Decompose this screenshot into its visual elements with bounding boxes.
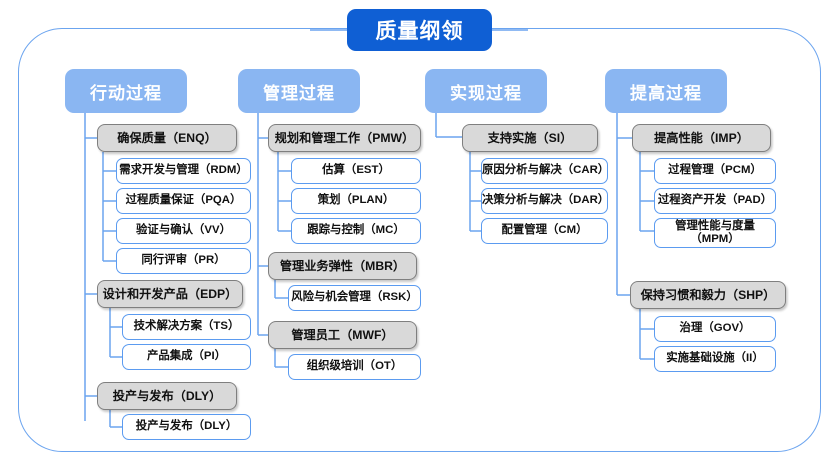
practice-mpm[interactable]: 管理性能与度量（MPM） (654, 218, 776, 248)
practice-plan[interactable]: 策划（PLAN） (291, 188, 421, 214)
practice-ot[interactable]: 组织级培训（OT） (288, 354, 421, 380)
practice-rdm[interactable]: 需求开发与管理（RDM） (116, 158, 251, 184)
column-header-3[interactable]: 实现过程 (425, 69, 547, 113)
practice-mc[interactable]: 跟踪与控制（MC） (291, 218, 421, 244)
practice-ii[interactable]: 实施基础设施（II） (654, 346, 776, 372)
process-area-imp[interactable]: 提高性能（IMP） (632, 124, 771, 152)
practice-gov[interactable]: 治理（GOV） (654, 316, 776, 342)
practice-pqa[interactable]: 过程质量保证（PQA） (116, 188, 251, 214)
process-area-mwf[interactable]: 管理员工（MWF） (268, 321, 417, 349)
column-header-2[interactable]: 管理过程 (238, 69, 360, 113)
column-header-1[interactable]: 行动过程 (65, 69, 187, 113)
process-area-enq[interactable]: 确保质量（ENQ） (97, 124, 237, 152)
process-area-shp[interactable]: 保持习惯和毅力（SHP） (630, 281, 786, 309)
practice-est[interactable]: 估算（EST） (291, 158, 421, 184)
process-area-dly[interactable]: 投产与发布（DLY） (97, 382, 237, 410)
process-area-edp[interactable]: 设计和开发产品（EDP） (97, 280, 243, 308)
practice-pcm[interactable]: 过程管理（PCM） (654, 158, 776, 184)
practice-dar[interactable]: 决策分析与解决（DAR） (481, 188, 609, 214)
process-area-si[interactable]: 支持实施（SI） (462, 124, 598, 152)
practice-pad[interactable]: 过程资产开发（PAD） (654, 188, 776, 214)
column-header-4[interactable]: 提高过程 (605, 69, 727, 113)
practice-pr[interactable]: 同行评审（PR） (116, 248, 251, 274)
practice-cm[interactable]: 配置管理（CM） (481, 218, 608, 244)
practice-ts[interactable]: 技术解决方案（TS） (122, 314, 251, 340)
practice-car[interactable]: 原因分析与解决（CAR） (481, 158, 609, 184)
practice-dly[interactable]: 投产与发布（DLY） (122, 414, 251, 440)
diagram-title: 质量纲领 (347, 9, 492, 51)
practice-pi[interactable]: 产品集成（PI） (122, 344, 251, 370)
practice-vv[interactable]: 验证与确认（VV） (116, 218, 251, 244)
practice-rsk[interactable]: 风险与机会管理（RSK） (288, 285, 421, 311)
process-area-mbr[interactable]: 管理业务弹性（MBR） (268, 252, 417, 280)
process-area-pmw[interactable]: 规划和管理工作（PMW） (268, 124, 421, 152)
